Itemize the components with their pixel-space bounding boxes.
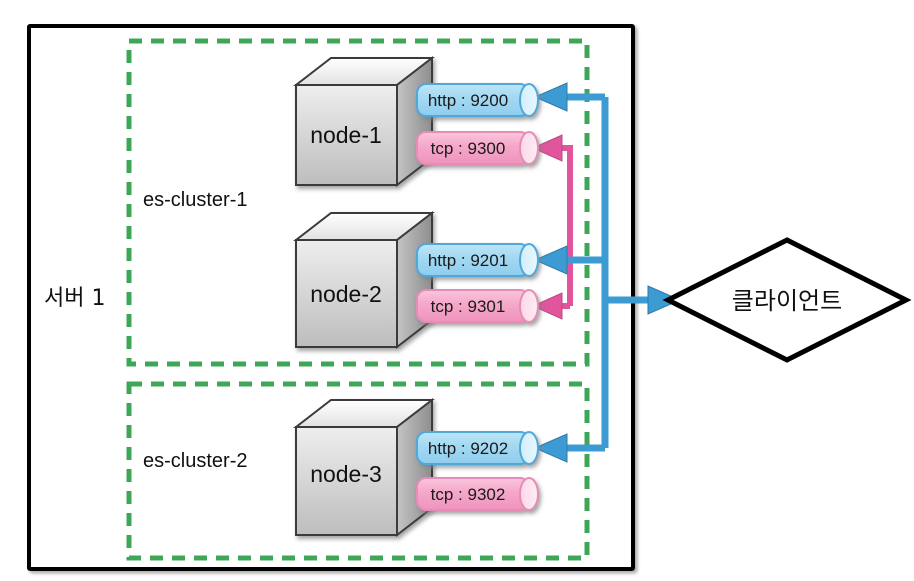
port-label-node-3-http: http : 9202 xyxy=(428,439,508,458)
connection-tcp-node2-to-node1 xyxy=(531,134,573,320)
client-label: 클라이언트 xyxy=(732,287,842,315)
port-label-node-1-tcp: tcp : 9300 xyxy=(431,139,506,158)
cluster-box-es-cluster-1 xyxy=(126,38,590,367)
node-label-node-1: node-1 xyxy=(310,122,382,148)
server-label: 서버 1 xyxy=(44,286,105,311)
port-cylinder-node-1-tcp[interactable] xyxy=(416,131,539,165)
port-cylinder-node-3-http[interactable] xyxy=(416,431,539,465)
port-cylinder-node-3-tcp[interactable] xyxy=(416,477,539,511)
node-label-node-2: node-2 xyxy=(310,281,382,307)
port-cylinder-node-1-http[interactable] xyxy=(416,83,539,117)
cluster-label-es-cluster-1: es-cluster-1 xyxy=(143,189,247,211)
port-label-node-2-http: http : 9201 xyxy=(428,251,508,270)
cluster-box-es-cluster-2 xyxy=(126,381,590,561)
client-node[interactable] xyxy=(662,237,912,363)
node-box-node-2 xyxy=(293,210,435,350)
cluster-label-es-cluster-2: es-cluster-2 xyxy=(143,450,247,472)
port-label-node-1-http: http : 9200 xyxy=(428,91,508,110)
port-label-node-3-tcp: tcp : 9302 xyxy=(431,485,506,504)
node-label-node-3: node-3 xyxy=(310,461,382,487)
port-cylinder-node-2-http[interactable] xyxy=(416,243,539,277)
port-label-node-2-tcp: tcp : 9301 xyxy=(431,297,506,316)
port-cylinder-node-2-tcp[interactable] xyxy=(416,289,539,323)
